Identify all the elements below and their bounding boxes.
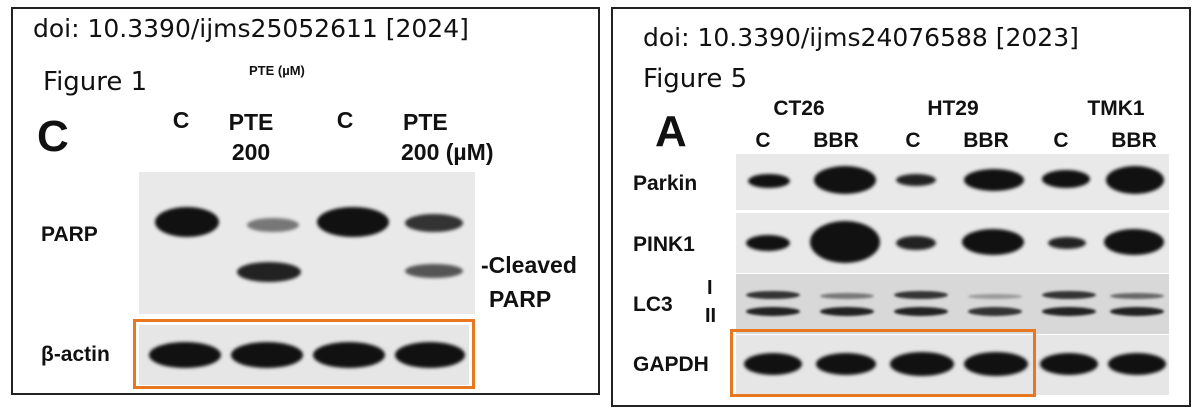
blot-band bbox=[1042, 307, 1096, 316]
blot-band bbox=[237, 262, 301, 282]
lane-label: C bbox=[905, 129, 921, 152]
highlight-box bbox=[133, 319, 475, 389]
row-label-parp: PARP bbox=[41, 223, 98, 246]
blot-band bbox=[405, 264, 463, 278]
blot-band bbox=[744, 353, 802, 375]
lane-label: BBR bbox=[963, 129, 1009, 152]
gapdh-blot bbox=[736, 335, 1169, 395]
row-label-gapdh: GAPDH bbox=[633, 353, 709, 376]
row-label-lc3: LC3 bbox=[633, 293, 673, 316]
lane-label: C bbox=[172, 107, 190, 133]
blot-band bbox=[405, 214, 463, 232]
blot-band bbox=[820, 293, 874, 299]
lane-label: BBR bbox=[813, 129, 859, 152]
blot-band bbox=[896, 174, 936, 186]
lc3-blot bbox=[736, 274, 1169, 334]
panel-letter: C bbox=[37, 112, 69, 161]
parp-blot bbox=[139, 172, 475, 314]
blot-band bbox=[1042, 170, 1090, 188]
blot-band bbox=[1110, 293, 1164, 299]
blot-band bbox=[814, 166, 876, 194]
actin-blot bbox=[139, 325, 469, 385]
doi-citation: doi: 10.3390/ijms25052611 [2024] bbox=[33, 14, 469, 43]
blot-band bbox=[1108, 353, 1166, 375]
blot-band bbox=[964, 169, 1024, 191]
blot-band bbox=[1104, 229, 1164, 255]
row-label-lc3-ii: II bbox=[705, 305, 717, 327]
row-label-cleaved: -Cleaved bbox=[481, 252, 577, 278]
blot-band bbox=[746, 235, 790, 251]
doi-citation: doi: 10.3390/ijms24076588 [2023] bbox=[643, 23, 1079, 52]
blot-band bbox=[1110, 307, 1164, 316]
blot-band bbox=[746, 307, 800, 316]
blot-band bbox=[1042, 291, 1096, 299]
figure-number: Figure 5 bbox=[643, 64, 748, 94]
blot-band bbox=[894, 291, 948, 299]
blot-band bbox=[748, 174, 790, 188]
pink1-blot bbox=[736, 213, 1169, 273]
lane-label: C bbox=[755, 129, 771, 152]
cell-line-label: TMK1 bbox=[1087, 97, 1145, 120]
row-label-pink1: PINK1 bbox=[633, 233, 695, 256]
blot-band bbox=[395, 342, 465, 368]
lane-label: C bbox=[336, 107, 354, 133]
blot-band bbox=[1040, 353, 1098, 375]
cell-line-label: HT29 bbox=[927, 97, 979, 120]
blot-band bbox=[247, 218, 299, 232]
blot-band bbox=[149, 342, 221, 368]
panel-letter: A bbox=[655, 107, 687, 156]
blot-band bbox=[810, 221, 880, 263]
blot-band bbox=[964, 352, 1028, 376]
parkin-blot bbox=[736, 154, 1169, 210]
blot-band bbox=[820, 307, 874, 316]
subtitle-unit: PTE (µM) bbox=[249, 63, 305, 78]
blot-band bbox=[968, 294, 1022, 299]
blot-band bbox=[894, 307, 948, 316]
row-label-cleaved-parp: PARP bbox=[489, 286, 552, 312]
blot-band bbox=[313, 342, 385, 368]
blot-band bbox=[1048, 237, 1086, 249]
figure-panel-right: doi: 10.3390/ijms24076588 [2023] Figure … bbox=[611, 7, 1191, 407]
blot-band bbox=[231, 342, 303, 368]
blot-band bbox=[746, 291, 800, 299]
blot-band bbox=[1106, 166, 1164, 194]
highlight-box bbox=[730, 329, 1036, 397]
lane-label: BBR bbox=[1111, 129, 1157, 152]
cell-line-label: CT26 bbox=[773, 97, 825, 120]
blot-band bbox=[155, 207, 219, 237]
blot-band bbox=[896, 236, 936, 250]
row-label-actin: β-actin bbox=[41, 343, 110, 366]
blot-band bbox=[890, 352, 954, 376]
row-label-lc3-i: I bbox=[707, 277, 713, 299]
blot-band bbox=[816, 353, 876, 375]
blot-band bbox=[317, 207, 389, 237]
row-label-parkin: Parkin bbox=[633, 172, 698, 195]
figure-panel-left: doi: 10.3390/ijms25052611 [2024] Figure … bbox=[11, 7, 600, 395]
lane-label: C bbox=[1053, 129, 1069, 152]
figure-number: Figure 1 bbox=[43, 67, 148, 97]
blot-band bbox=[968, 307, 1022, 316]
blot-band bbox=[962, 229, 1024, 255]
